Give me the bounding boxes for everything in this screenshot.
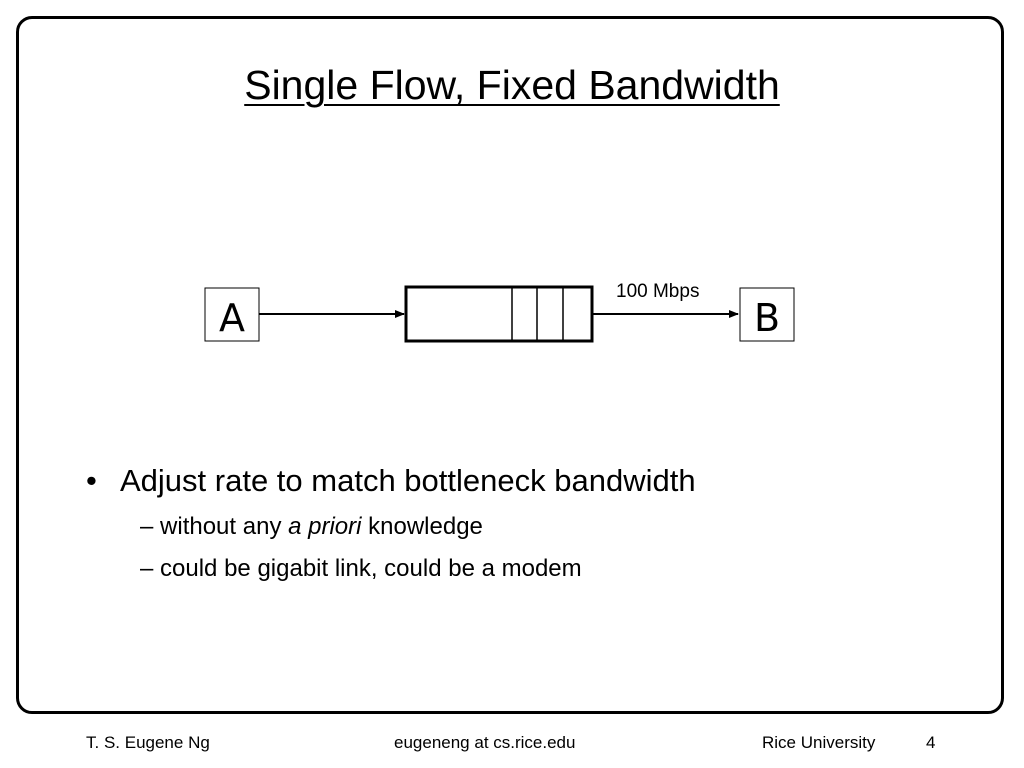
footer-email: eugeneng at cs.rice.edu xyxy=(394,733,576,752)
footer-page-number: 4 xyxy=(926,733,936,752)
node-b-label: B xyxy=(754,296,780,340)
node-b-box xyxy=(739,287,795,342)
node-a-box xyxy=(204,287,260,342)
slide-title: Single Flow, Fixed Bandwidth xyxy=(244,62,780,108)
bullet-sub-1-prefix: without any xyxy=(160,513,289,540)
node-a-label: A xyxy=(219,296,245,340)
bullet-sub-1: – without any a priori knowledge xyxy=(140,513,483,541)
bullet-main: • Adjust rate to match bottleneck bandwid… xyxy=(86,463,696,499)
dash-glyph: – xyxy=(140,513,154,540)
bullet-sub-2: – could be gigabit link, could be a mode… xyxy=(140,555,582,583)
bullet-main-text: Adjust rate to match bottleneck bandwidt… xyxy=(120,463,696,498)
footer-institution: Rice University xyxy=(762,733,876,752)
bullet-sub-1-suffix: knowledge xyxy=(361,513,483,540)
dash-glyph: – xyxy=(140,555,154,582)
bullet-glyph: • xyxy=(86,463,97,498)
link-bandwidth-label: 100 Mbps xyxy=(616,281,699,302)
router-queue xyxy=(404,285,594,343)
bullet-sub-2-text: could be gigabit link, could be a modem xyxy=(160,555,582,582)
footer-author: T. S. Eugene Ng xyxy=(86,733,210,752)
bullet-sub-1-emphasis: a priori xyxy=(288,513,362,540)
slide-frame xyxy=(16,16,1004,714)
